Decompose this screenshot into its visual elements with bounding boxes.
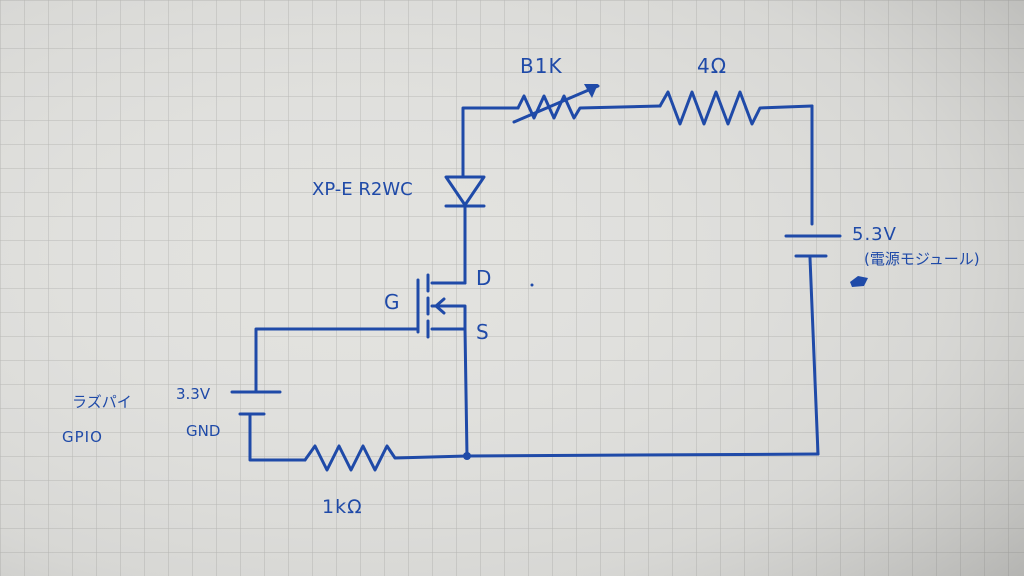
label-3v3: 3.3V bbox=[176, 385, 211, 403]
wire-gate bbox=[254, 327, 420, 394]
wire-left-bottom bbox=[248, 412, 307, 462]
label-power-module: (電源モジュール) bbox=[864, 250, 980, 268]
label-raspi: ラズパイ bbox=[72, 393, 132, 411]
junction-dot bbox=[463, 452, 471, 460]
wire-bottom bbox=[465, 452, 820, 458]
label-5v3: 5.3V bbox=[852, 224, 897, 245]
wire-source-gnd bbox=[463, 327, 469, 458]
label-resistor-4ohm: 4Ω bbox=[697, 54, 728, 78]
variable-resistor bbox=[516, 94, 662, 120]
resistor-1k bbox=[303, 444, 469, 472]
label-source: S bbox=[476, 320, 490, 344]
label-resistor-1k: 1kΩ bbox=[322, 496, 363, 518]
arrow-head bbox=[584, 84, 598, 98]
variable-resistor-arrow bbox=[512, 84, 600, 124]
resistor-4ohm bbox=[658, 90, 814, 126]
mosfet bbox=[416, 273, 467, 339]
label-led: XP-E R2WC bbox=[312, 179, 413, 200]
label-gnd: GND bbox=[186, 422, 221, 440]
label-variable-resistor: B1K bbox=[520, 54, 563, 78]
wire-top-left bbox=[461, 106, 520, 179]
label-gate: G bbox=[384, 290, 401, 314]
label-gpio: GPIO bbox=[62, 428, 103, 446]
ink-blot bbox=[850, 276, 868, 287]
wire-right bbox=[808, 104, 820, 456]
ink-dot bbox=[530, 283, 534, 287]
battery-3v3 bbox=[230, 390, 282, 416]
mosfet-arrow bbox=[434, 297, 446, 315]
label-drain: D bbox=[476, 266, 493, 290]
battery-5v3 bbox=[784, 234, 842, 258]
